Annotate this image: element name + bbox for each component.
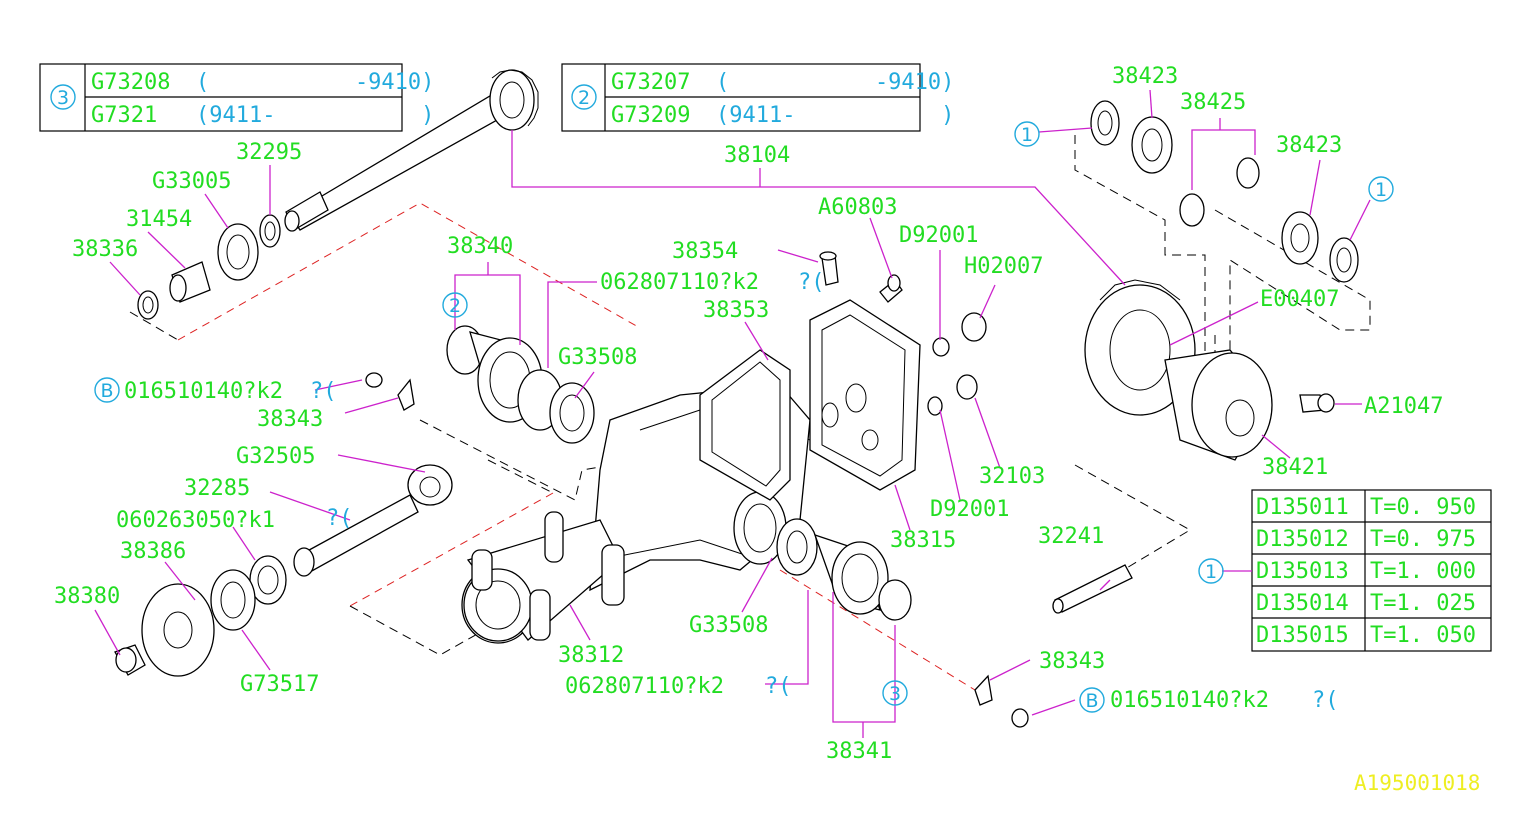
label-38380: 38380 bbox=[54, 584, 120, 609]
label-062807110-bottom-qty: ?( bbox=[765, 674, 792, 699]
range-g7321: (9411- ) bbox=[196, 103, 434, 128]
label-d92001-top: D92001 bbox=[899, 223, 978, 248]
marker-2: 2 bbox=[578, 87, 590, 109]
part-d135012: D135012 bbox=[1256, 527, 1349, 552]
rear-cover bbox=[809, 299, 921, 491]
label-38341: 38341 bbox=[826, 739, 892, 764]
lock-plates bbox=[365, 372, 1029, 728]
rear-cover-gasket bbox=[699, 349, 791, 501]
label-38423-top: 38423 bbox=[1112, 64, 1178, 89]
differential-gears bbox=[1090, 100, 1359, 283]
marker-1-table: 1 bbox=[1205, 561, 1217, 583]
label-38425: 38425 bbox=[1180, 90, 1246, 115]
part-d135015: D135015 bbox=[1256, 623, 1349, 648]
label-38421: 38421 bbox=[1262, 455, 1328, 480]
range-g73209: (9411- ) bbox=[716, 103, 954, 128]
marker-b-right: B bbox=[1085, 690, 1098, 712]
part-d135014: D135014 bbox=[1256, 591, 1349, 616]
label-38343-left: 38343 bbox=[257, 407, 323, 432]
circled-markers: 2 3 1 1 B B bbox=[94, 121, 1394, 713]
label-31454: 31454 bbox=[126, 207, 192, 232]
diagram-code: A195001018 bbox=[1354, 771, 1480, 795]
thickness-d135012: T=0. 975 bbox=[1370, 527, 1476, 552]
label-016510140-right: 016510140?k2 bbox=[1110, 688, 1269, 713]
thickness-d135015: T=1. 050 bbox=[1370, 623, 1476, 648]
label-g33508-bottom: G33508 bbox=[689, 613, 768, 638]
part-d135013: D135013 bbox=[1256, 559, 1349, 584]
part-d135011: D135011 bbox=[1256, 495, 1349, 520]
label-a21047: A21047 bbox=[1364, 394, 1443, 419]
label-g33508-top: G33508 bbox=[558, 345, 637, 370]
label-g33005: G33005 bbox=[152, 169, 231, 194]
label-32295: 32295 bbox=[236, 140, 302, 165]
label-016510140-right-qty: ?( bbox=[1312, 688, 1339, 713]
label-062807110-top: 062807110?k2 bbox=[600, 270, 759, 295]
thickness-d135014: T=1. 025 bbox=[1370, 591, 1476, 616]
cover-fasteners bbox=[819, 251, 987, 416]
marker-1-washer-left: 1 bbox=[1021, 124, 1033, 146]
pinion-shaft-32241 bbox=[1052, 564, 1133, 614]
label-32285: 32285 bbox=[184, 476, 250, 501]
part-g73207: G73207 bbox=[611, 70, 690, 95]
table-3: 3 G73208 ( -9410) G7321 (9411- ) bbox=[39, 63, 434, 132]
table-2: 2 G73207 ( -9410) G73209 (9411- ) bbox=[561, 63, 954, 132]
drive-pinion-shaft bbox=[284, 69, 539, 232]
pinion-bearing-stack bbox=[137, 214, 281, 320]
label-e00407: E00407 bbox=[1260, 287, 1339, 312]
label-d92001-bottom: D92001 bbox=[930, 497, 1009, 522]
label-32285-qty: ?( bbox=[326, 506, 353, 531]
label-38423-right: 38423 bbox=[1276, 133, 1342, 158]
marker-2-retainer: 2 bbox=[449, 295, 461, 317]
differential-case bbox=[1084, 279, 1335, 461]
side-retainer-left bbox=[446, 325, 595, 444]
label-062807110-bottom: 062807110?k2 bbox=[565, 674, 724, 699]
range-g73207: ( -9410) bbox=[716, 70, 954, 95]
label-38353: 38353 bbox=[703, 298, 769, 323]
label-h02007: H02007 bbox=[964, 254, 1043, 279]
marker-3: 3 bbox=[57, 87, 69, 109]
part-g73209: G73209 bbox=[611, 103, 690, 128]
label-g32505: G32505 bbox=[236, 444, 315, 469]
label-016510140-left-qty: ?( bbox=[310, 379, 337, 404]
label-38312: 38312 bbox=[558, 643, 624, 668]
label-32103: 32103 bbox=[979, 464, 1045, 489]
label-060263050: 060263050?k1 bbox=[116, 508, 275, 533]
marker-1-washer-right: 1 bbox=[1375, 179, 1387, 201]
label-38336: 38336 bbox=[72, 237, 138, 262]
part-g73208: G73208 bbox=[91, 70, 170, 95]
table-1: 1 D135011 T=0. 950 D135012 T=0. 975 D135… bbox=[1198, 489, 1492, 652]
part-labels: 38104 32295 G33005 31454 38336 38340 383… bbox=[54, 64, 1443, 764]
label-062807110-top-qty: ?( bbox=[798, 270, 825, 295]
side-retainer-right bbox=[776, 518, 912, 621]
label-38340: 38340 bbox=[447, 234, 513, 259]
range-g73208: ( -9410) bbox=[196, 70, 434, 95]
label-38104: 38104 bbox=[724, 143, 790, 168]
marker-b-left: B bbox=[100, 380, 113, 402]
leader-lines bbox=[94, 89, 1371, 738]
label-38343-right: 38343 bbox=[1039, 649, 1105, 674]
label-38386: 38386 bbox=[120, 539, 186, 564]
label-016510140-left: 016510140?k2 bbox=[124, 379, 283, 404]
label-a60803: A60803 bbox=[818, 195, 897, 220]
companion-flange-group bbox=[114, 464, 453, 677]
label-38315: 38315 bbox=[890, 528, 956, 553]
thickness-d135013: T=1. 000 bbox=[1370, 559, 1476, 584]
label-g73517: G73517 bbox=[240, 672, 319, 697]
label-38354: 38354 bbox=[672, 239, 738, 264]
part-g7321: G7321 bbox=[91, 103, 157, 128]
label-32241: 32241 bbox=[1038, 524, 1104, 549]
marker-3-retainer: 3 bbox=[889, 683, 901, 705]
thickness-d135011: T=0. 950 bbox=[1370, 495, 1476, 520]
